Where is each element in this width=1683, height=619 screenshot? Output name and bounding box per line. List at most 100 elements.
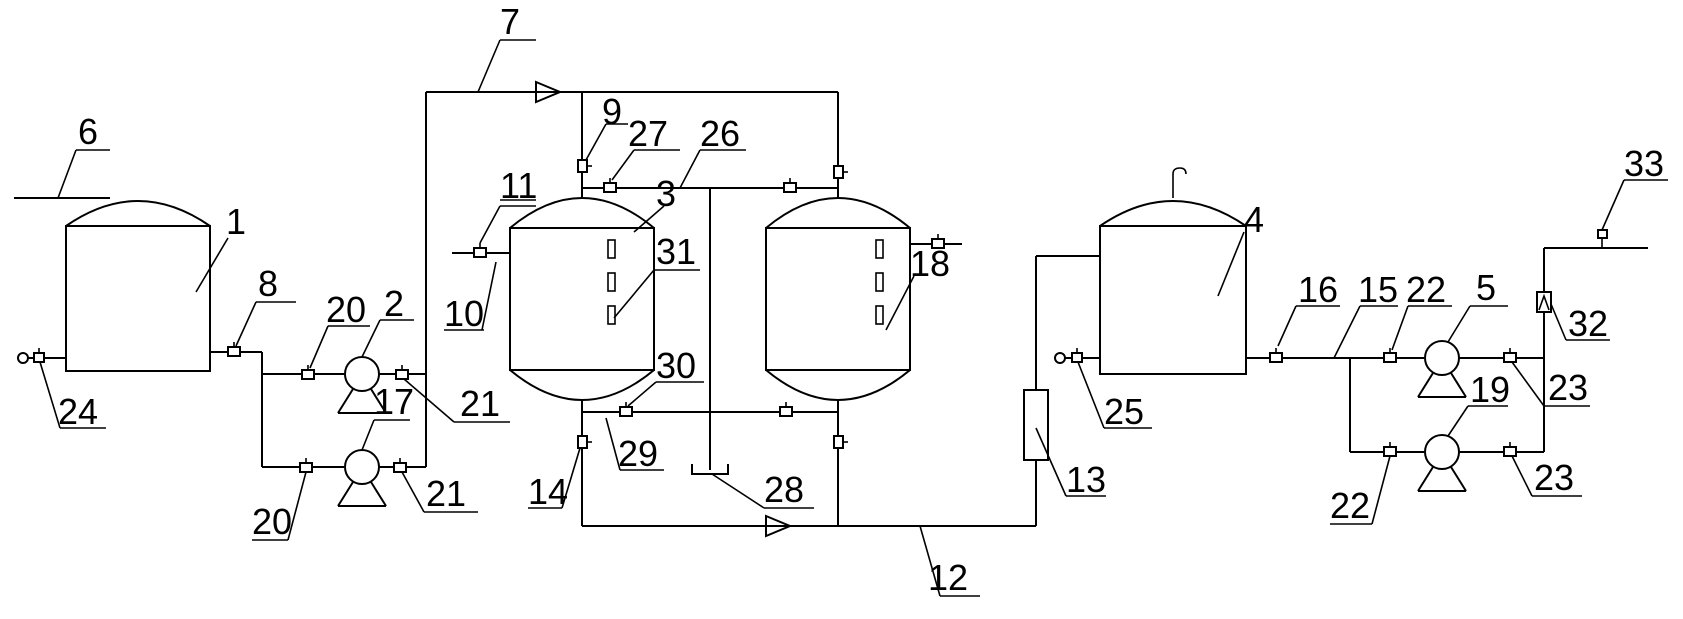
label-23-lower: 23 (1534, 457, 1574, 498)
valve-33 (1597, 229, 1608, 248)
label-28: 28 (764, 469, 804, 510)
pump-19 (1417, 434, 1467, 492)
label-19: 19 (1470, 369, 1510, 410)
valve-21-upper (395, 365, 409, 380)
drain-port-24 (17, 352, 29, 364)
valve-11 (473, 243, 487, 258)
valve-top-18 (833, 165, 848, 179)
leader-27 (611, 149, 635, 181)
reactor-tank-3 (509, 197, 655, 401)
label-11: 11 (500, 165, 537, 206)
flow-arrow-top (535, 80, 563, 104)
label-33: 33 (1624, 143, 1664, 184)
label-14: 14 (528, 471, 568, 512)
leader-24 (39, 361, 61, 429)
valve-16 (1269, 348, 1283, 363)
leader-14 (561, 447, 581, 509)
storage-tank-1 (65, 200, 211, 372)
valve-24 (33, 348, 45, 363)
valve-25 (1071, 348, 1083, 363)
leader-16 (1277, 305, 1297, 347)
pump-17 (337, 449, 387, 507)
leader-13 (1035, 427, 1067, 497)
leader-30 (627, 381, 657, 407)
leader-33 (1601, 179, 1625, 231)
label-31: 31 (656, 231, 696, 272)
leader-4 (1217, 231, 1245, 297)
leader-22-lower (1371, 455, 1391, 525)
label-9: 9 (602, 91, 622, 132)
leader-18 (885, 275, 915, 331)
leader-5 (1447, 305, 1471, 343)
leader-17 (361, 419, 375, 451)
leader-22-upper (1391, 305, 1409, 351)
leader-29 (605, 417, 621, 471)
leader-20-upper (309, 325, 329, 369)
label-20-upper: 20 (326, 289, 366, 330)
leader-7 (477, 39, 501, 93)
label-2: 2 (384, 283, 404, 324)
storage-tank-4 (1099, 167, 1247, 375)
valve-20-upper (301, 365, 315, 380)
label-24: 24 (58, 391, 98, 432)
label-27: 27 (628, 113, 668, 154)
leader-11 (479, 205, 501, 244)
leader-10 (481, 261, 497, 331)
sight-windows-31 (607, 239, 616, 325)
label-23-upper: 23 (1548, 367, 1588, 408)
leader-6 (57, 149, 77, 199)
leader-19 (1447, 405, 1469, 437)
filter-13 (1023, 389, 1049, 461)
label-17: 17 (374, 381, 414, 422)
valve-22-lower (1383, 442, 1397, 457)
leader-28 (711, 473, 765, 509)
leader-9 (585, 123, 607, 161)
label-22-upper: 22 (1406, 269, 1446, 310)
label-29: 29 (618, 433, 658, 474)
valve-14 (577, 435, 592, 449)
drain-port-25 (1054, 352, 1066, 364)
label-4: 4 (1244, 199, 1264, 240)
pump-5 (1417, 340, 1467, 398)
label-10: 10 (444, 293, 484, 334)
label-13: 13 (1066, 459, 1106, 500)
sight-windows-18 (875, 239, 884, 325)
label-15: 15 (1358, 269, 1398, 310)
label-8: 8 (258, 263, 278, 304)
valve-side-18 (931, 234, 945, 249)
valve-23-upper (1503, 348, 1517, 363)
label-18: 18 (910, 243, 950, 284)
leader-21-upper (403, 378, 455, 423)
leader-31 (613, 269, 655, 319)
reactor-tank-18 (765, 197, 911, 401)
leader-2 (361, 319, 381, 358)
leader-8 (235, 301, 257, 347)
label-7: 7 (500, 1, 520, 42)
valve-bottom-18 (833, 435, 848, 449)
leader-20-lower (287, 471, 307, 541)
valve-8 (227, 342, 241, 357)
label-22-lower: 22 (1330, 485, 1370, 526)
label-32: 32 (1568, 303, 1608, 344)
valve-29-right (779, 402, 793, 417)
instrument-32 (1536, 291, 1552, 313)
leader-3 (633, 205, 665, 233)
label-21-upper: 21 (460, 383, 500, 424)
leader-12 (919, 525, 941, 597)
leader-23-lower (1511, 455, 1533, 497)
leader-32 (1550, 303, 1567, 341)
label-26: 26 (700, 113, 740, 154)
label-25: 25 (1104, 391, 1144, 432)
valve-23-lower (1503, 442, 1517, 457)
leader-1 (195, 237, 229, 293)
label-16: 16 (1298, 269, 1338, 310)
flow-arrow-bottom (765, 514, 793, 538)
label-30: 30 (656, 345, 696, 386)
valve-21-lower (393, 458, 407, 473)
valve-30 (619, 402, 633, 417)
label-20-lower: 20 (252, 501, 292, 542)
leader-26 (679, 149, 701, 189)
valve-27 (603, 178, 617, 193)
label-5: 5 (1476, 267, 1496, 308)
valve-26-right (783, 178, 797, 193)
